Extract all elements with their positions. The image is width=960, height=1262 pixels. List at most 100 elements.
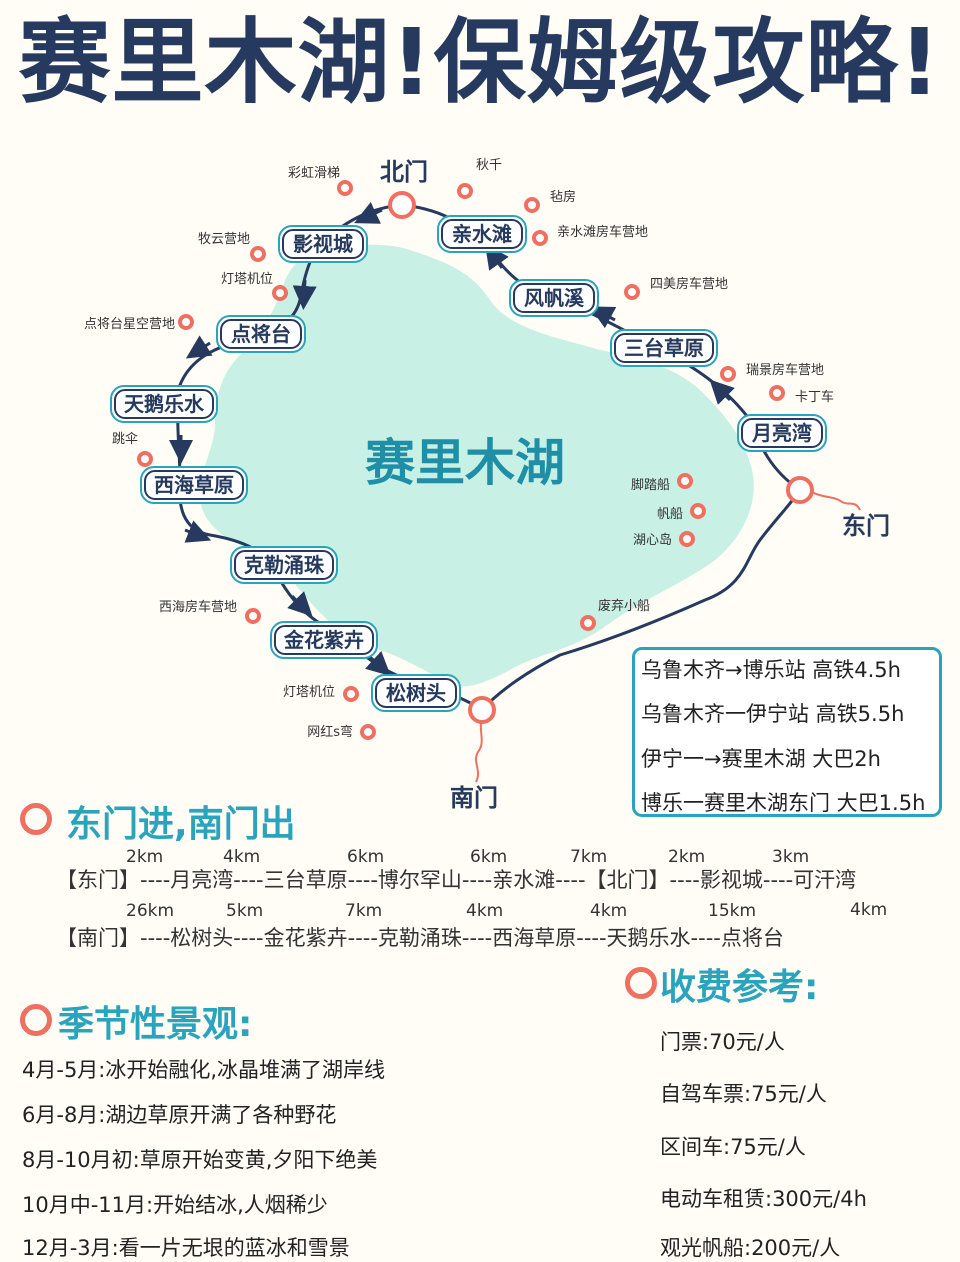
season-item: 8月-10月初:草原开始变黄,夕阳下绝美 bbox=[22, 1148, 378, 1172]
route-distance: 4km bbox=[590, 901, 628, 921]
poi-label: 彩虹滑梯 bbox=[288, 166, 340, 181]
poi-label: 帆船 bbox=[657, 507, 683, 522]
east-gate-approach bbox=[811, 491, 861, 511]
scenic-stop: 亲水滩 bbox=[437, 215, 527, 253]
poi-marker bbox=[337, 180, 353, 196]
stop-badge-inner bbox=[234, 550, 334, 580]
fees-heading-icon bbox=[625, 967, 657, 999]
stop-badge-inner bbox=[741, 418, 823, 448]
route-distance: 2km bbox=[126, 847, 164, 867]
stop-label: 天鹅乐水 bbox=[124, 392, 205, 416]
poi-label: 湖心岛 bbox=[633, 532, 672, 548]
scenic-stop: 西海草原 bbox=[140, 466, 248, 504]
route-distance: 6km bbox=[347, 847, 385, 867]
fee-item: 观光帆船:200元/人 bbox=[660, 1236, 841, 1260]
poi-marker bbox=[677, 473, 693, 489]
poi-label: 瑞景房车营地 bbox=[746, 362, 824, 378]
season-item: 12月-3月:看一片无垠的蓝冰和雪景 bbox=[22, 1236, 350, 1260]
poi-marker bbox=[720, 366, 736, 382]
lake-name-label: 赛里木湖 bbox=[365, 434, 565, 492]
stop-label: 克勒涌珠 bbox=[244, 553, 325, 577]
stop-label: 三台草原 bbox=[624, 336, 704, 360]
season-item: 6月-8月:湖边草原开满了各种野花 bbox=[22, 1103, 337, 1127]
page-title: 赛里木湖!保姆级攻略! bbox=[18, 9, 942, 116]
route-heading: 东门进,南门出 bbox=[66, 804, 296, 845]
stop-label: 西海草原 bbox=[154, 473, 234, 497]
route-line-2: 【南门】----松树头----金花紫卉----克勒涌珠----西海草原----天… bbox=[56, 926, 784, 950]
south-gate-approach bbox=[475, 717, 483, 783]
gate-marker bbox=[786, 476, 814, 504]
route-distance: 15km bbox=[708, 901, 757, 921]
stop-badge-inner bbox=[441, 219, 523, 249]
stop-badge-inner bbox=[274, 625, 374, 655]
scenic-stop: 天鹅乐水 bbox=[110, 385, 218, 423]
transport-line-2: 乌鲁木齐一伊宁站 高铁5.5h bbox=[641, 702, 905, 726]
poi-label: 脚踏船 bbox=[631, 477, 670, 493]
route-distance: 6km bbox=[470, 847, 508, 867]
gate-label: 北门 bbox=[380, 158, 428, 186]
poi-label: 废弃小船 bbox=[598, 598, 650, 614]
gate-label: 东门 bbox=[842, 512, 890, 540]
poi-marker bbox=[769, 385, 785, 401]
stop-label: 影视城 bbox=[293, 232, 353, 256]
stop-label: 点将台 bbox=[231, 322, 291, 346]
route-distance: 3km bbox=[772, 847, 810, 867]
fees-heading: 收费参考: bbox=[660, 967, 819, 1008]
stop-badge-inner bbox=[144, 470, 244, 500]
route-distance: 7km bbox=[570, 847, 608, 867]
poi-marker bbox=[245, 608, 261, 624]
transport-line-1: 乌鲁木齐→博乐站 高铁4.5h bbox=[641, 658, 901, 682]
poi-marker bbox=[360, 724, 376, 740]
poi-label: 西海房车营地 bbox=[159, 599, 237, 615]
route-heading-icon bbox=[20, 803, 52, 835]
stop-badge-inner bbox=[375, 678, 457, 708]
gate-marker bbox=[468, 696, 496, 724]
transport-line-3: 伊宁一→赛里木湖 大巴2h bbox=[641, 747, 881, 771]
stop-badge-inner bbox=[220, 319, 302, 349]
fee-item: 门票:70元/人 bbox=[660, 1030, 785, 1054]
season-item: 10月中-11月:开始结冰,人烟稀少 bbox=[22, 1193, 328, 1217]
route-distance: 2km bbox=[668, 847, 706, 867]
poi-marker bbox=[250, 246, 266, 262]
poi-marker bbox=[137, 451, 153, 467]
stop-label: 亲水滩 bbox=[452, 222, 512, 246]
poi-label: 秋千 bbox=[476, 158, 502, 173]
stop-badge-inner bbox=[282, 229, 364, 259]
fee-item: 区间车:75元/人 bbox=[660, 1135, 806, 1159]
poi-label: 牧云营地 bbox=[198, 232, 250, 247]
seasonal-heading-icon bbox=[20, 1004, 52, 1036]
direction-arrows bbox=[169, 202, 735, 677]
poi-marker bbox=[524, 197, 540, 213]
route-distance: 7km bbox=[345, 901, 383, 921]
poi-marker bbox=[624, 284, 640, 300]
poi-marker bbox=[679, 531, 695, 547]
poi-label: 亲水滩房车营地 bbox=[557, 224, 648, 240]
scenic-stop: 影视城 bbox=[278, 225, 368, 263]
scenic-stop: 松树头 bbox=[371, 674, 461, 712]
stop-badge-inner bbox=[114, 389, 214, 419]
poi-marker bbox=[532, 230, 548, 246]
scenic-stop: 风帆溪 bbox=[509, 279, 599, 317]
poi-label: 毡房 bbox=[550, 189, 576, 205]
route-line-1: 【东门】----月亮湾----三台草原----博尔罕山----亲水滩----【北… bbox=[56, 868, 857, 892]
poi-label: 卡丁车 bbox=[795, 389, 834, 405]
stop-label: 风帆溪 bbox=[524, 286, 585, 310]
poi-marker bbox=[690, 503, 706, 519]
poi-marker bbox=[343, 686, 359, 702]
transport-info-box: 乌鲁木齐→博乐站 高铁4.5h 乌鲁木齐一伊宁站 高铁5.5h 伊宁一→赛里木湖… bbox=[632, 647, 942, 817]
fee-item: 电动车租赁:300元/4h bbox=[660, 1187, 867, 1211]
poi-marker bbox=[272, 285, 288, 301]
poi-label: 四美房车营地 bbox=[650, 276, 728, 292]
poi-marker bbox=[580, 615, 596, 631]
poi-marker bbox=[457, 183, 473, 199]
stop-badge-inner bbox=[614, 333, 714, 363]
scenic-stop: 克勒涌珠 bbox=[230, 546, 338, 584]
fee-item: 自驾车票:75元/人 bbox=[660, 1082, 827, 1106]
lake-map: 北门东门南门 彩虹滑梯秋千毡房亲水滩房车营地牧云营地灯塔机位四美房车营地点将台星… bbox=[84, 158, 890, 812]
poi-label: 灯塔机位 bbox=[221, 272, 273, 287]
gate-label: 南门 bbox=[450, 784, 498, 812]
scenic-stop: 金花紫卉 bbox=[270, 621, 378, 659]
poi-label: 网红s弯 bbox=[307, 724, 353, 740]
stop-label: 金花紫卉 bbox=[283, 628, 364, 652]
route-connector-distance: 4km bbox=[850, 900, 888, 920]
